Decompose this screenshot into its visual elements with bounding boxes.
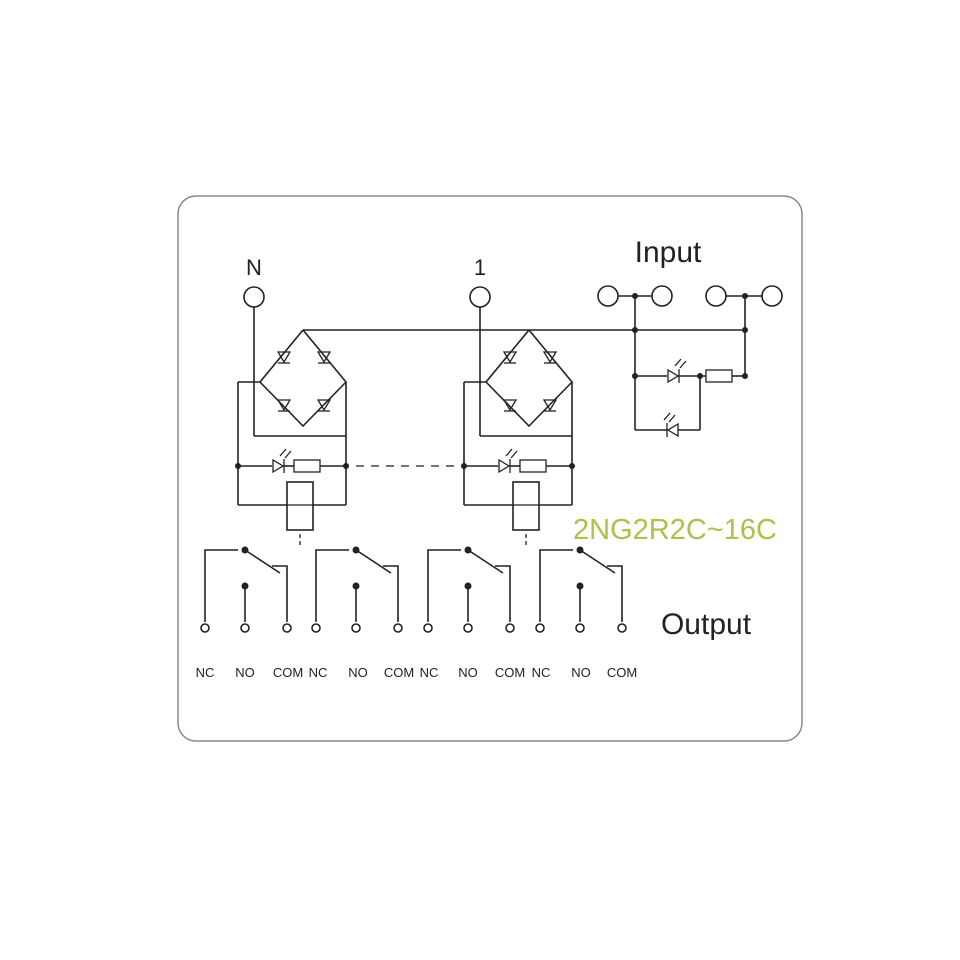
terminal-labels: NC NO COM NC NO COM NC NO COM NC NO COM bbox=[196, 665, 638, 680]
input-block bbox=[597, 285, 783, 438]
com-label: COM bbox=[273, 665, 303, 680]
no-label: NO bbox=[571, 665, 591, 680]
input-terminal bbox=[761, 285, 783, 307]
no-label: NO bbox=[348, 665, 368, 680]
input-terminal bbox=[705, 285, 727, 307]
input-label: Input bbox=[635, 236, 702, 269]
contact-group bbox=[200, 546, 292, 633]
nc-label: NC bbox=[532, 665, 551, 680]
diagram-frame bbox=[177, 195, 803, 742]
bridge-diode bbox=[542, 351, 558, 364]
contact-group bbox=[535, 546, 627, 633]
terminal-n bbox=[243, 286, 265, 308]
contact-group bbox=[311, 546, 403, 633]
terminal-one-label: 1 bbox=[474, 255, 486, 280]
relay-coil-icon bbox=[286, 481, 314, 531]
no-label: NO bbox=[235, 665, 255, 680]
bridge-diode bbox=[316, 351, 332, 364]
input-terminal bbox=[651, 285, 673, 307]
output-label: Output bbox=[661, 608, 752, 641]
bridge-diode bbox=[276, 351, 292, 364]
terminal-1 bbox=[469, 286, 491, 308]
nc-label: NC bbox=[309, 665, 328, 680]
bridge-diode bbox=[502, 399, 518, 412]
bridge-diode bbox=[316, 399, 332, 412]
channel-1 bbox=[461, 286, 575, 548]
neutral-label: N bbox=[246, 255, 262, 280]
contact-group bbox=[423, 546, 515, 633]
input-terminal bbox=[597, 285, 619, 307]
nc-label: NC bbox=[196, 665, 215, 680]
bridge-diode bbox=[276, 399, 292, 412]
input-led-icon bbox=[667, 358, 687, 384]
no-label: NO bbox=[458, 665, 478, 680]
bridge-diode bbox=[502, 351, 518, 364]
indicator-led-icon bbox=[498, 448, 518, 474]
model-label: 2NG2R2C~16C bbox=[573, 514, 777, 546]
com-label: COM bbox=[607, 665, 637, 680]
channel-n bbox=[235, 286, 349, 548]
nc-label: NC bbox=[420, 665, 439, 680]
com-label: COM bbox=[495, 665, 525, 680]
com-label: COM bbox=[384, 665, 414, 680]
relay-coil-icon bbox=[512, 481, 540, 531]
bridge-diode bbox=[542, 399, 558, 412]
output-contacts bbox=[200, 546, 627, 633]
